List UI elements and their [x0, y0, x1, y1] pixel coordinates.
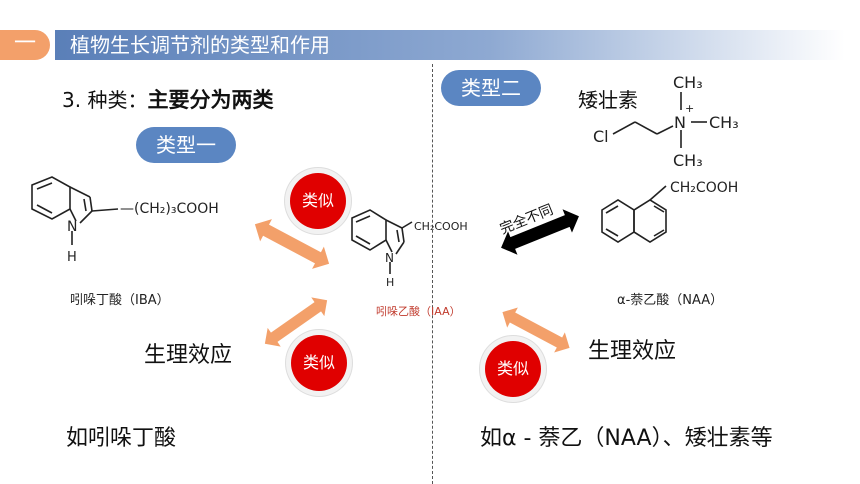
- effect-left: 生理效应: [144, 343, 233, 368]
- page-title: 植物生长调节剂的类型和作用: [70, 33, 330, 57]
- iaa-h: H: [386, 276, 394, 289]
- iba-structure: —(CH₂)₃COOH N H: [31, 176, 219, 265]
- similar-badge-left: 类似: [291, 335, 347, 391]
- naa-structure: CH₂COOH: [601, 180, 738, 243]
- naa-sidechain: CH₂COOH: [670, 180, 738, 196]
- iaa-caption: 吲哚乙酸（IAA）: [376, 305, 461, 318]
- ccc-me-right: CH₃: [709, 113, 739, 132]
- iba-n: N: [67, 219, 77, 235]
- similar-badge-top: 类似: [290, 173, 346, 229]
- ccc-charge: +: [685, 102, 694, 115]
- column-divider: [432, 64, 433, 484]
- ccc-structure: Cl N + CH₃ CH₃ CH₃: [593, 73, 739, 170]
- iaa-sidechain: CH₂COOH: [414, 220, 468, 233]
- ccc-n: N: [674, 113, 686, 132]
- ccc-name: 矮壮素: [578, 88, 638, 112]
- iaa-structure: CH₂COOH N H: [351, 209, 468, 289]
- heading-bold: 主要分为两类: [147, 88, 274, 112]
- similar-badge-right: 类似: [485, 341, 541, 397]
- iba-h: H: [67, 250, 77, 265]
- example-right: 如α - 萘乙（NAA）、矮壮素等: [480, 426, 773, 451]
- ccc-cl: Cl: [593, 127, 609, 146]
- type-one-pill: 类型一: [136, 127, 236, 163]
- ccc-me-top: CH₃: [673, 73, 703, 92]
- iaa-n: N: [385, 251, 394, 265]
- section-heading: 3. 种类：主要分为两类: [62, 84, 273, 114]
- iba-caption: 吲哚丁酸（IBA）: [70, 293, 170, 308]
- effect-right: 生理效应: [588, 339, 677, 364]
- header-bar: [55, 30, 845, 60]
- type-two-pill: 类型二: [441, 70, 541, 106]
- naa-caption: α-萘乙酸（NAA）: [617, 293, 724, 308]
- iba-sidechain: —(CH₂)₃COOH: [120, 201, 219, 217]
- ccc-me-bottom: CH₃: [673, 151, 703, 170]
- heading-prefix: 3. 种类：: [62, 88, 148, 112]
- example-left: 如吲哚丁酸: [66, 426, 177, 451]
- section-number-tab: 一: [0, 30, 50, 60]
